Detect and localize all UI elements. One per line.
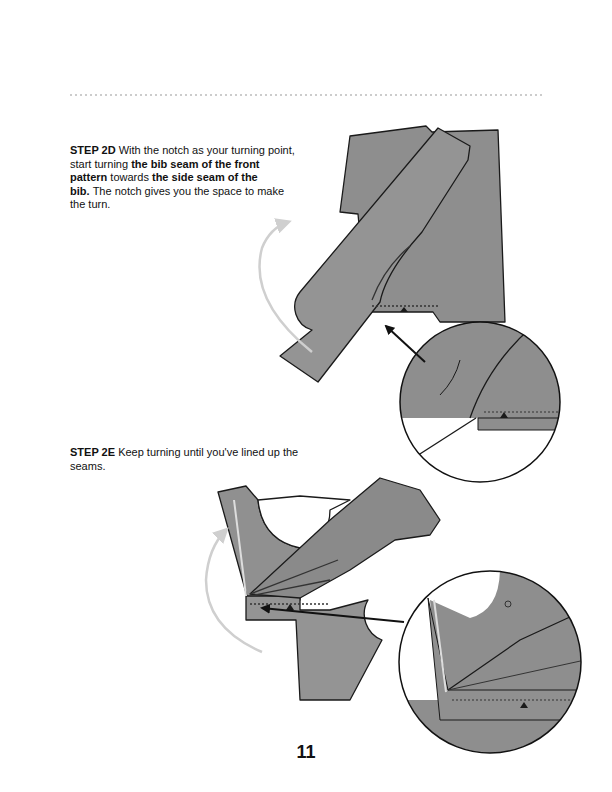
body-text: The notch gives you the space to make th… — [70, 185, 284, 211]
zoom-detail — [395, 318, 565, 490]
dotted-rule — [70, 95, 542, 96]
bold-text: STEP 2E — [70, 446, 115, 458]
body-text: towards — [110, 171, 149, 183]
page-number: 11 — [0, 742, 612, 763]
turn-arrow — [206, 530, 262, 652]
zoom-detail — [395, 568, 585, 758]
leader-arrow — [262, 608, 404, 622]
page-number-text: 11 — [296, 742, 315, 762]
bold-text: STEP 2D — [70, 144, 116, 156]
instruction-text: STEP 2DWith the notch as your turning po… — [70, 144, 302, 212]
turn-arrow — [259, 222, 312, 352]
leader-arrow — [386, 326, 425, 362]
instruction-text: STEP 2EKeep turning until you've lined u… — [70, 446, 302, 473]
